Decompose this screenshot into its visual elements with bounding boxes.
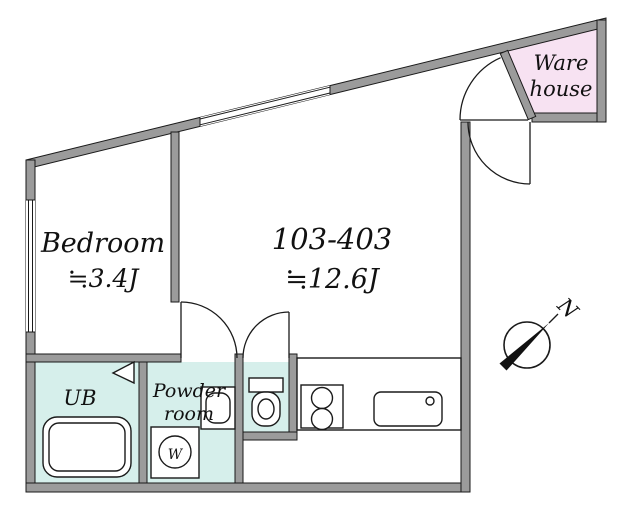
warehouse-label-line2: house: [530, 77, 593, 101]
bedroom-size-label: ≒3.4J: [68, 264, 141, 293]
stove-burner-icon: [310, 386, 334, 410]
room-fill-warehouse: [505, 29, 597, 113]
wall-warehouse-bottom: [531, 112, 607, 123]
door-warehouse: [459, 57, 528, 121]
window-left: [26, 199, 35, 333]
compass-circle: [503, 321, 551, 369]
bedroom-label: Bedroom: [40, 228, 165, 259]
washer-label: W: [168, 447, 184, 463]
unit-number-label: 103-403: [272, 222, 393, 256]
warehouse-label-line1: Ware: [534, 51, 589, 75]
powder-room-label-line1: Powder: [152, 380, 227, 402]
labels: Bedroom ≒3.4J 103-403 ≒12.6J Ware house …: [40, 51, 593, 463]
wall-right: [460, 121, 471, 493]
door-powder-room: [180, 301, 238, 359]
powder-room-label-line2: room: [164, 403, 214, 425]
wall-powder-toilet-divider: [234, 353, 244, 484]
doors: [180, 57, 531, 359]
stove-burner-icon: [310, 407, 334, 431]
door-toilet: [242, 311, 290, 359]
sink-drain-icon: [425, 396, 435, 406]
compass: N: [499, 293, 583, 371]
compass-north-label: N: [552, 293, 583, 324]
kitchen-sink: [373, 391, 443, 427]
wall-ub-powder-divider: [138, 361, 148, 484]
toilet-bowl-inner: [257, 398, 275, 420]
wall-bottom: [25, 482, 471, 493]
wall-warehouse-left-diagonal: [499, 49, 537, 121]
fixtures: [42, 357, 462, 479]
window-top-diagonal: [199, 85, 331, 127]
wall-lower-horizontal: [25, 353, 182, 363]
wall-toilet-bottom: [242, 431, 298, 441]
unit-size-label: ≒12.6J: [285, 264, 381, 295]
wall-warehouse-right: [596, 19, 607, 123]
wall-toilet-right: [288, 353, 298, 441]
compass-needle-icon: [499, 323, 549, 371]
toilet-tank: [248, 377, 284, 393]
door-entry: [467, 121, 531, 185]
ub-label: UB: [63, 386, 96, 410]
bathtub-inner: [48, 422, 126, 472]
washbasin-bowl: [205, 392, 231, 424]
ub-door-arrow-icon: [111, 360, 135, 385]
washer-drum-icon: [158, 435, 192, 469]
wall-bedroom-right: [170, 131, 180, 303]
